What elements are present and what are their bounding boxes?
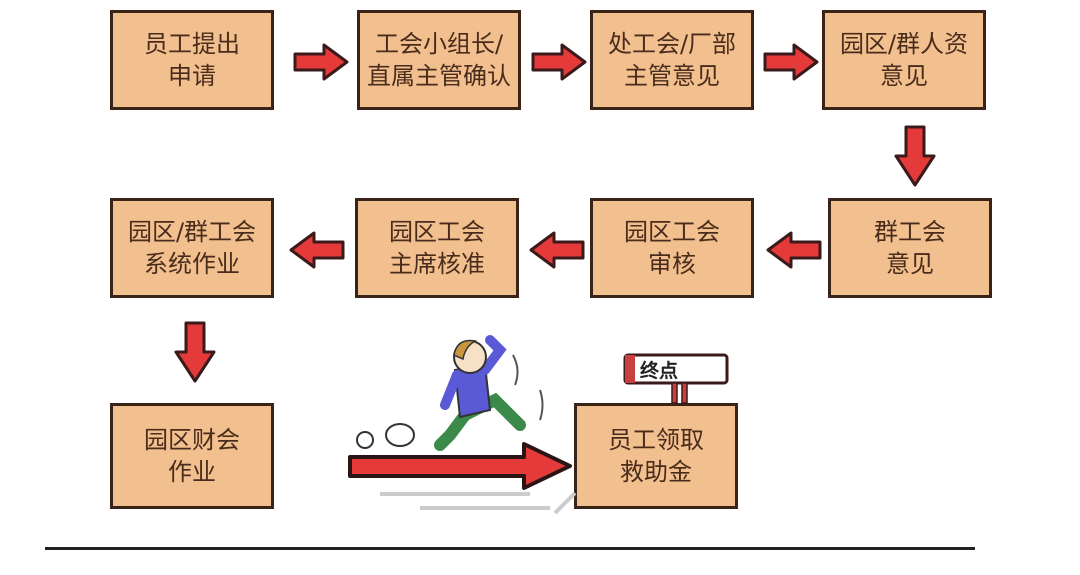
step-department-opinion: 处工会/厂部 主管意见 xyxy=(590,10,754,110)
step-label: 主席核准 xyxy=(389,250,485,278)
step-label: 工会小组长/ xyxy=(374,30,504,58)
arrow-right-icon xyxy=(293,43,349,81)
step-label: 审核 xyxy=(648,250,696,278)
step-employee-apply: 员工提出 申请 xyxy=(110,10,274,110)
step-label: 意见 xyxy=(886,250,934,278)
speed-lines-icon xyxy=(380,491,577,515)
arrow-right-icon xyxy=(763,43,819,81)
step-label: 直属主管确认 xyxy=(367,62,511,90)
step-label: 园区工会 xyxy=(624,218,720,246)
step-label: 园区工会 xyxy=(389,218,485,246)
step-label: 主管意见 xyxy=(624,62,720,90)
finish-sign-label: 终点 xyxy=(640,360,679,382)
running-man-icon xyxy=(356,335,544,451)
step-label: 员工领取 xyxy=(608,426,704,454)
step-label: 作业 xyxy=(168,458,216,486)
step-hr-opinion: 园区/群人资 意见 xyxy=(822,10,986,110)
arrow-right-icon xyxy=(531,43,587,81)
step-label: 处工会/厂部 xyxy=(607,30,737,58)
step-label: 救助金 xyxy=(620,458,692,486)
arrow-down-icon xyxy=(894,125,936,187)
divider-line xyxy=(45,547,975,550)
step-label: 意见 xyxy=(880,62,928,90)
step-receive-aid: 员工领取 救助金 xyxy=(574,403,738,509)
arrow-left-icon xyxy=(766,231,822,269)
step-union-opinion: 群工会 意见 xyxy=(828,198,992,298)
step-chairman-approve: 园区工会 主席核准 xyxy=(355,198,519,298)
finish-sign-icon xyxy=(623,353,729,404)
arrow-down-icon xyxy=(174,321,216,383)
step-label: 园区财会 xyxy=(144,426,240,454)
step-label: 员工提出 xyxy=(144,30,240,58)
step-group-leader-confirm: 工会小组长/ 直属主管确认 xyxy=(357,10,521,110)
arrow-left-icon xyxy=(289,231,345,269)
step-label: 园区/群工会 xyxy=(127,218,257,246)
step-finance-operation: 园区财会 作业 xyxy=(110,403,274,509)
arrow-finish-icon xyxy=(348,442,572,490)
step-label: 系统作业 xyxy=(144,250,240,278)
step-park-union-review: 园区工会 审核 xyxy=(590,198,754,298)
step-label: 群工会 xyxy=(874,218,946,246)
step-system-operation: 园区/群工会 系统作业 xyxy=(110,198,274,298)
step-label: 园区/群人资 xyxy=(839,30,969,58)
step-label: 申请 xyxy=(168,62,216,90)
arrow-left-icon xyxy=(529,231,585,269)
